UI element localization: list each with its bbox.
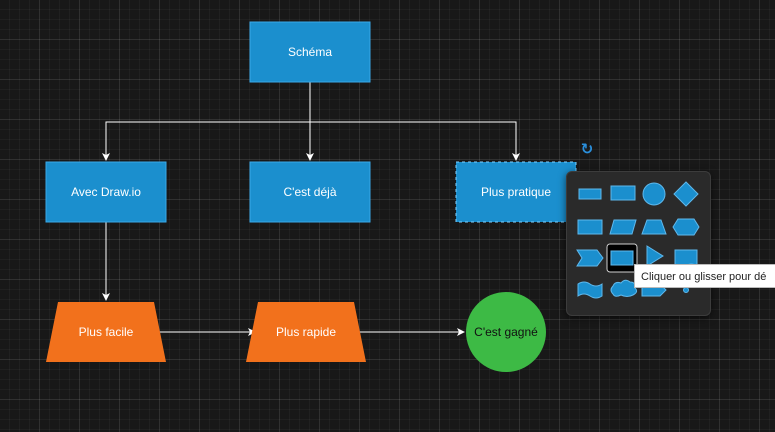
shape-hexagon-icon[interactable] — [672, 218, 700, 236]
node-schema[interactable] — [249, 21, 371, 83]
edge-schema-plus-pratique[interactable] — [310, 121, 520, 161]
node-cest-deja[interactable] — [249, 161, 371, 223]
shape-parallelogram-icon[interactable] — [609, 219, 637, 235]
node-plus-facile[interactable] — [46, 302, 166, 362]
node-plus-pratique[interactable] — [455, 161, 577, 223]
shape-rectangle-selected-icon[interactable] — [606, 243, 638, 273]
node-avec-drawio[interactable] — [45, 161, 167, 223]
shape-picker-panel — [566, 171, 711, 316]
shape-point-icon[interactable] — [683, 287, 689, 293]
shape-diamond-icon[interactable] — [673, 181, 699, 207]
shape-step-icon[interactable] — [576, 249, 604, 267]
node-plus-rapide[interactable] — [246, 302, 366, 362]
shape-tape-icon[interactable] — [577, 281, 603, 299]
shape-triangle-icon[interactable] — [646, 245, 664, 267]
shape-circle-icon[interactable] — [642, 182, 666, 206]
shape-rectangle-thin-icon[interactable] — [578, 188, 602, 200]
shape-trapezoid-icon[interactable] — [641, 219, 667, 235]
shape-cloud-icon[interactable] — [610, 279, 638, 297]
rotate-icon[interactable]: ↻ — [580, 141, 594, 158]
shape-tooltip: Cliquer ou glisser pour dé — [634, 264, 775, 288]
shape-rectangle-wide-icon[interactable] — [577, 219, 603, 235]
shape-rectangle-icon[interactable] — [610, 185, 636, 201]
node-cest-gagne[interactable] — [466, 292, 546, 372]
edge-schema-avec-drawio[interactable] — [102, 82, 311, 161]
